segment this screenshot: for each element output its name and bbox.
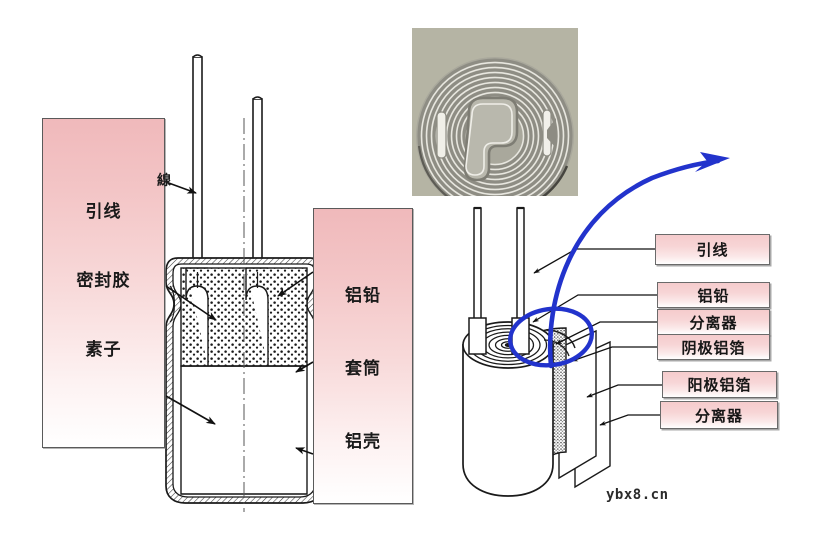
- label-sleeve: 套筒: [345, 359, 381, 379]
- capacitor-cross-section: [165, 54, 323, 512]
- callout-leader-lines: [532, 248, 662, 426]
- wound-capacitor-element-photo: [412, 28, 578, 196]
- callout-cathode-foil: 阴极铝箔: [657, 334, 770, 360]
- callout-separator-upper: 分离器: [657, 309, 770, 335]
- blue-zoom-arrowhead: [695, 152, 730, 172]
- wound-element-assembly: [462, 152, 730, 497]
- lead-wires-cross-section: [192, 54, 263, 273]
- callout-lead-wire: 引线: [655, 234, 770, 265]
- callout-separator-lower: 分离器: [660, 401, 778, 429]
- watermark-text: ybx8.cn: [606, 487, 669, 503]
- capacitor-casing-label-panel: 铝铅 套筒 铝壳: [313, 208, 413, 504]
- blue-highlight-ellipse: [508, 306, 594, 368]
- label-sealing-gum: 密封胶: [76, 271, 131, 291]
- capacitor-structure-label-panel: 引线 密封胶 素子: [42, 118, 165, 448]
- callout-aluminium-lead: 铝铅: [657, 282, 770, 308]
- callout-anode-foil: 阳极铝箔: [662, 371, 777, 398]
- left-panel-leader-lines: [165, 181, 217, 425]
- lead-wire-annotation: 線: [157, 173, 171, 189]
- label-lead-wire: 引线: [85, 202, 122, 222]
- label-element: 素子: [85, 340, 122, 360]
- blue-zoom-arrow: [547, 158, 721, 369]
- label-aluminium-case: 铝壳: [345, 432, 381, 452]
- mid-panel-leader-lines: [277, 271, 314, 455]
- label-aluminium-lead: 铝铅: [345, 286, 381, 306]
